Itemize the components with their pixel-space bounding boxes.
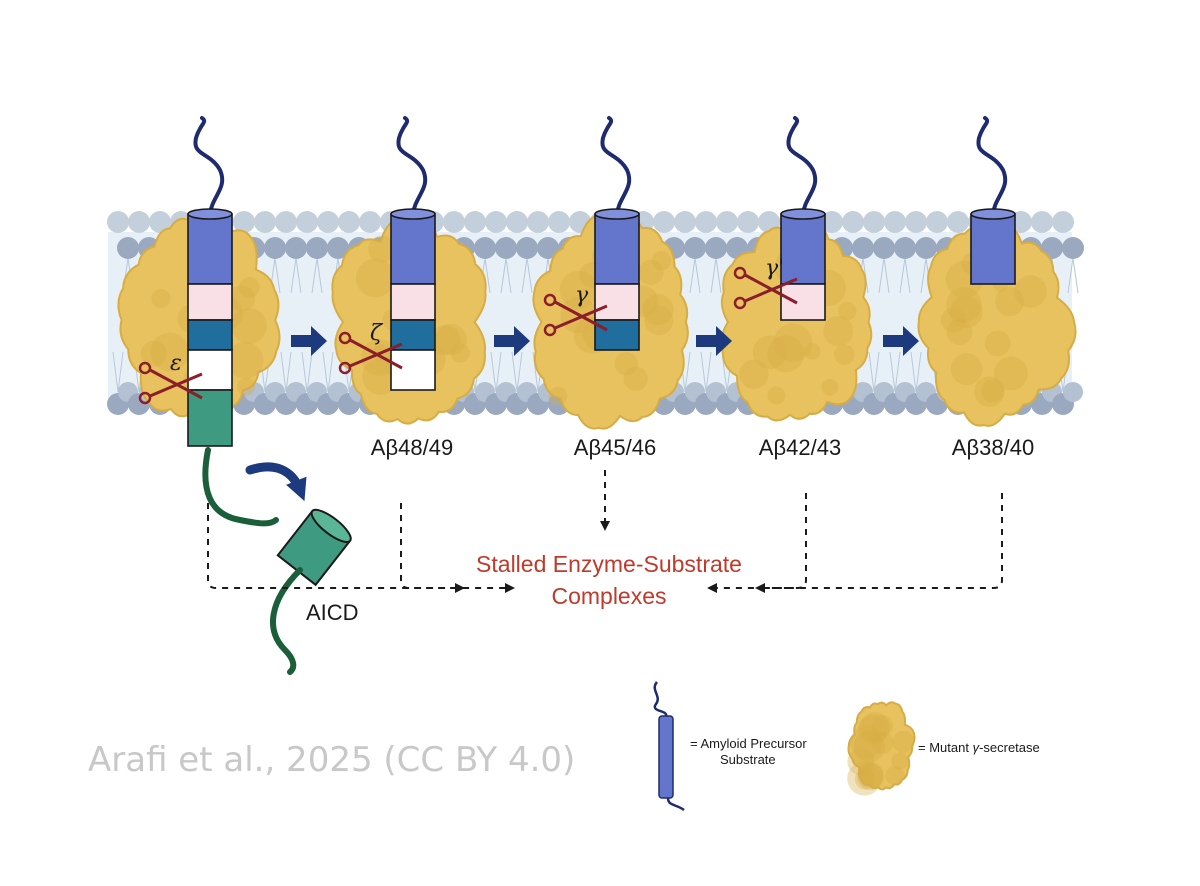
legend-enzyme-prefix: = Mutant [918, 740, 973, 755]
stage-arrow-4 [883, 326, 919, 356]
stage-arrow-1 [291, 326, 327, 356]
product-label-3: Aβ45/46 [574, 435, 656, 460]
aicd-tail [270, 567, 303, 675]
aicd-fragment [276, 508, 352, 587]
pathway-from-zeta [400, 503, 515, 593]
complex-stage-5 [917, 116, 1077, 427]
complex-stage-4: γ' [720, 116, 873, 422]
product-label-4: Aβ42/43 [759, 435, 841, 460]
product-label-2: Aβ48/49 [371, 435, 453, 460]
scissors-3: γ [543, 283, 608, 337]
pathway-from-epsilon [207, 503, 465, 593]
complex-stage-2: ζ [331, 116, 487, 425]
aicd-release: AICD [202, 447, 359, 675]
legend-substrate-icon [653, 681, 685, 812]
scissors-4: γ' [733, 256, 798, 310]
legend-enzyme-suffix: -secretase [979, 740, 1040, 755]
stage-arrow-2 [494, 326, 530, 356]
scissors-2-symbol: ζ [370, 321, 384, 346]
outcome-line1: Stalled Enzyme-Substrate [476, 551, 742, 577]
product-label-5: Aβ38/40 [952, 435, 1034, 460]
enzyme-blob-5 [917, 221, 1077, 427]
scissors-4-symbol: γ' [765, 256, 784, 281]
outcome-text: Stalled Enzyme-Substrate Complexes [476, 551, 742, 609]
stall-pathways [207, 470, 1003, 593]
pathway-from-final [755, 493, 1003, 593]
complex-stage-1: ε [117, 116, 281, 447]
stage-arrows [291, 326, 919, 356]
pathway-from-gamma-prime [707, 493, 807, 593]
credit-watermark: Arafi et al., 2025 (CC BY 4.0) [88, 740, 576, 780]
legend-enzyme-text: = Mutant γ-secretase [918, 740, 1040, 755]
legend: = Amyloid Precursor Substrate = Mutant γ… [653, 681, 1040, 812]
legend-substrate-line2: Substrate [720, 752, 776, 767]
legend-enzyme-symbol: γ [973, 740, 981, 755]
release-arrow [245, 462, 307, 502]
scissors-2: ζ [338, 321, 403, 375]
aicd-label: AICD [306, 600, 359, 625]
stage-arrow-3 [696, 326, 732, 356]
scissors-3-symbol: γ [575, 283, 589, 308]
scissors-1-symbol: ε [170, 351, 182, 376]
aicd-tail-in-membrane [202, 447, 279, 527]
complex-stage-3: γ [532, 116, 689, 430]
legend-enzyme-blob [847, 701, 916, 796]
legend-substrate-line1: = Amyloid Precursor [690, 736, 807, 751]
legend-enzyme-icon [847, 701, 916, 796]
outcome-line2: Complexes [551, 583, 666, 609]
scissors-1: ε [138, 351, 203, 405]
